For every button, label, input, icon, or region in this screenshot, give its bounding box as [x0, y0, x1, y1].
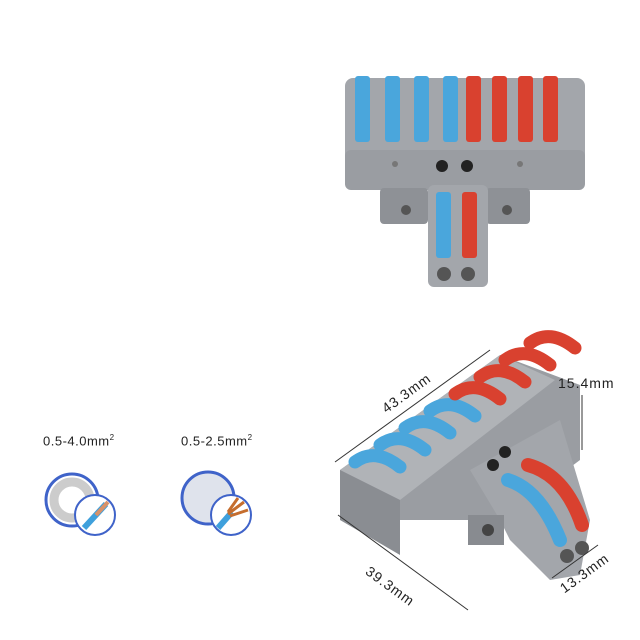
wire-range-label: 0.5-4.0mm — [43, 433, 110, 449]
wire-spec-solid: 0.5-4.0mm2 — [43, 433, 115, 448]
blue-lever — [443, 76, 458, 142]
blue-lever — [348, 449, 407, 474]
wire-range-label: 0.5-2.5mm — [181, 433, 248, 449]
red-lever — [448, 381, 507, 406]
wire-range-exponent: 2 — [247, 433, 253, 442]
wire-spec-stranded: 0.5-2.5mm2 — [181, 433, 253, 448]
blue-lever — [398, 415, 457, 440]
red-lever — [492, 76, 507, 142]
red-lever — [523, 330, 582, 355]
red-lever — [498, 347, 557, 372]
blue-lever — [385, 76, 400, 142]
blue-lever — [355, 76, 370, 142]
red-lever — [466, 76, 481, 142]
blue-lever — [414, 76, 429, 142]
blue-lever — [423, 398, 482, 423]
stranded-wire-icon — [180, 470, 252, 536]
connector-perspective-view — [334, 330, 599, 611]
connector-top-view — [345, 76, 585, 287]
red-lever — [543, 76, 558, 142]
red-lever — [518, 76, 533, 142]
dimension-height: 15.4mm — [558, 375, 615, 391]
wire-range-exponent: 2 — [109, 433, 115, 442]
blue-lever — [373, 432, 432, 457]
red-lever — [473, 364, 532, 389]
solid-wire-icon — [44, 472, 116, 536]
